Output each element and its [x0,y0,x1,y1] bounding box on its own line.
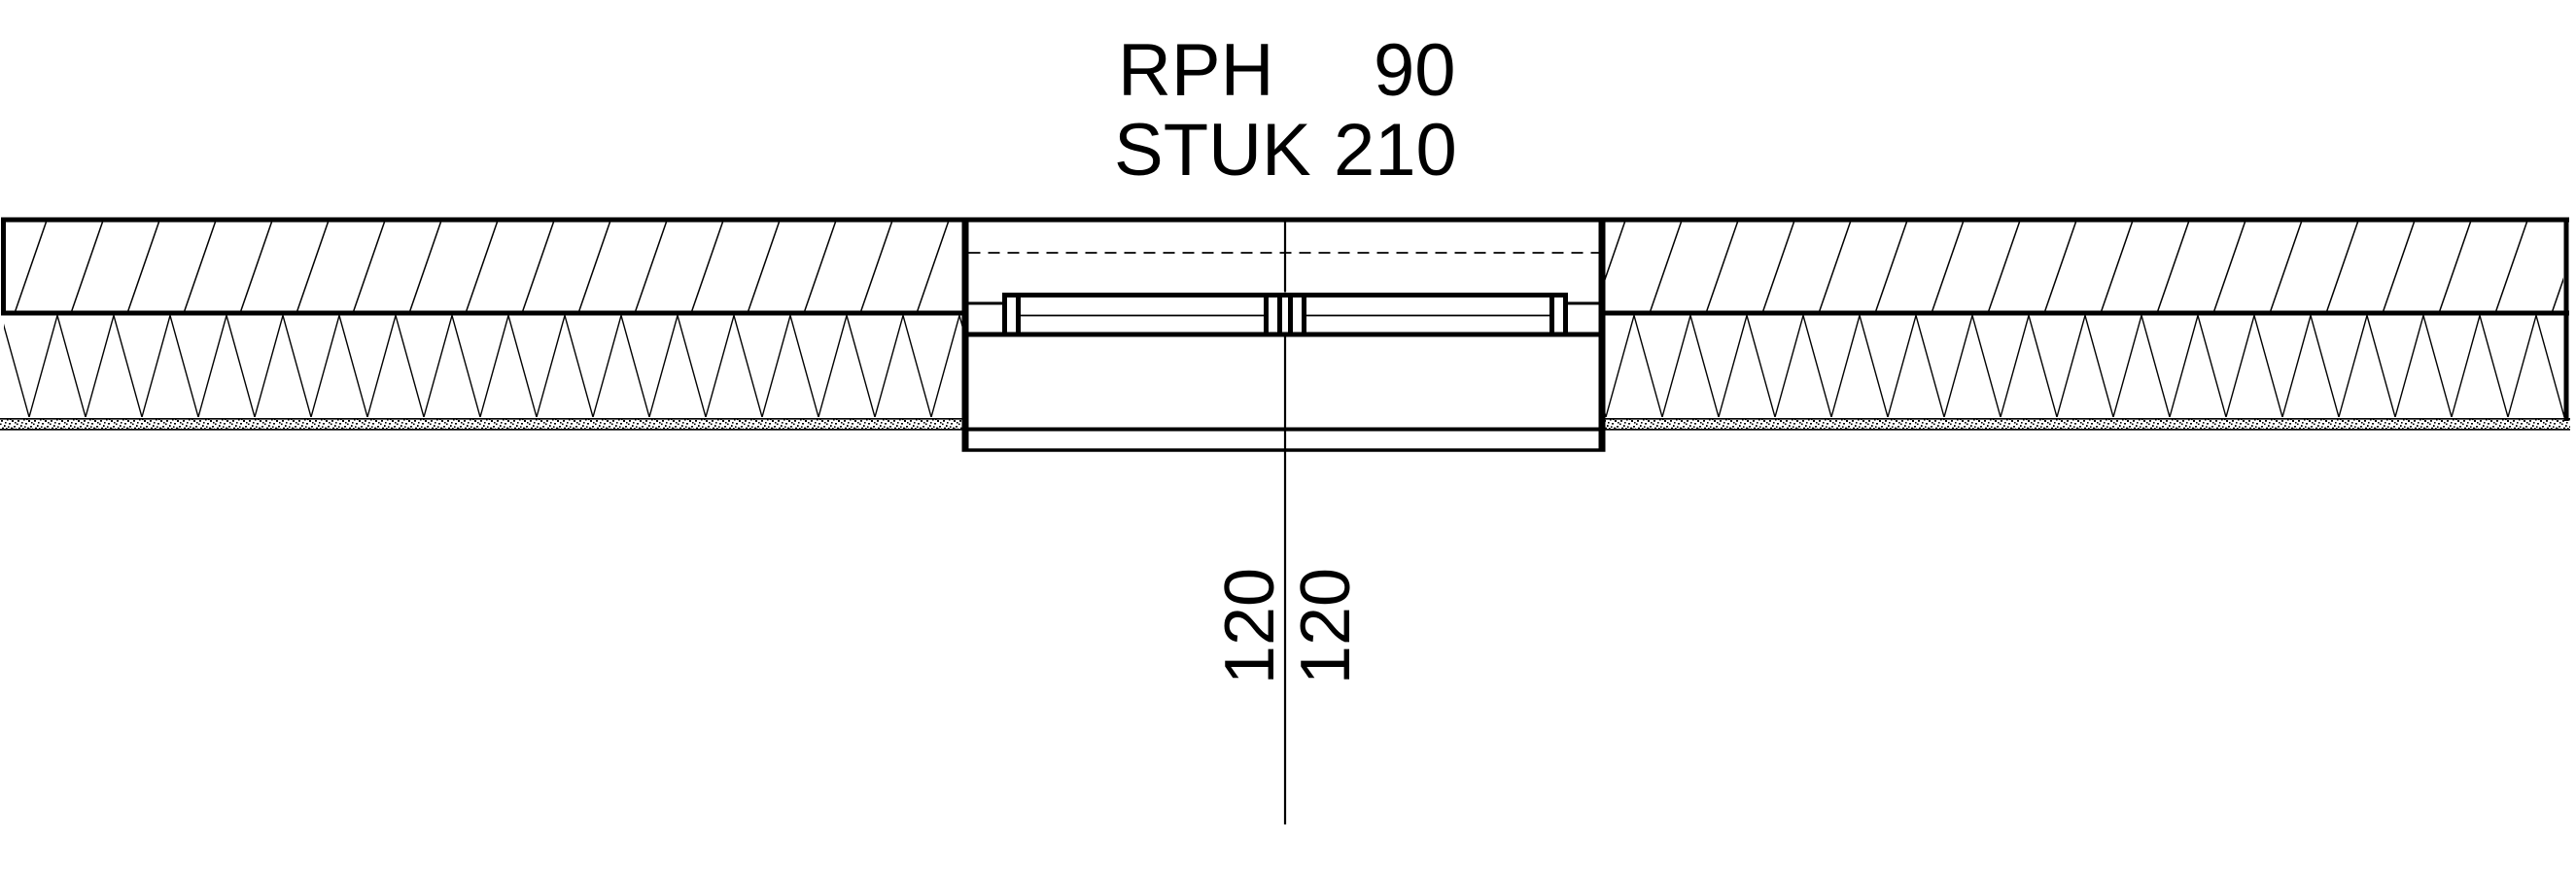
left-panel [0,217,963,431]
left-sealant-strip [0,418,963,431]
title-line1-label: RPH [1118,29,1273,112]
left-insulation-layer [4,315,963,417]
left-plaster-hatch-layer [6,222,962,311]
title-line2-value: 210 [1334,109,1457,192]
right-insulation-layer [1605,315,2564,417]
title-line1-value: 90 [1374,29,1456,112]
right-panel [1602,217,2570,431]
title-line2-label: STUK [1114,109,1311,192]
frame-assembly [961,293,1606,337]
title-block: RPH 90 STUK 210 [1114,29,1457,192]
right-sealant-strip [1602,418,2570,431]
dimension-label-left: 120 [1211,568,1289,684]
dimension-labels: 120 120 [1211,568,1365,684]
dimension-label-right: 120 [1287,568,1365,684]
right-plaster-hatch-layer [1605,222,2563,311]
